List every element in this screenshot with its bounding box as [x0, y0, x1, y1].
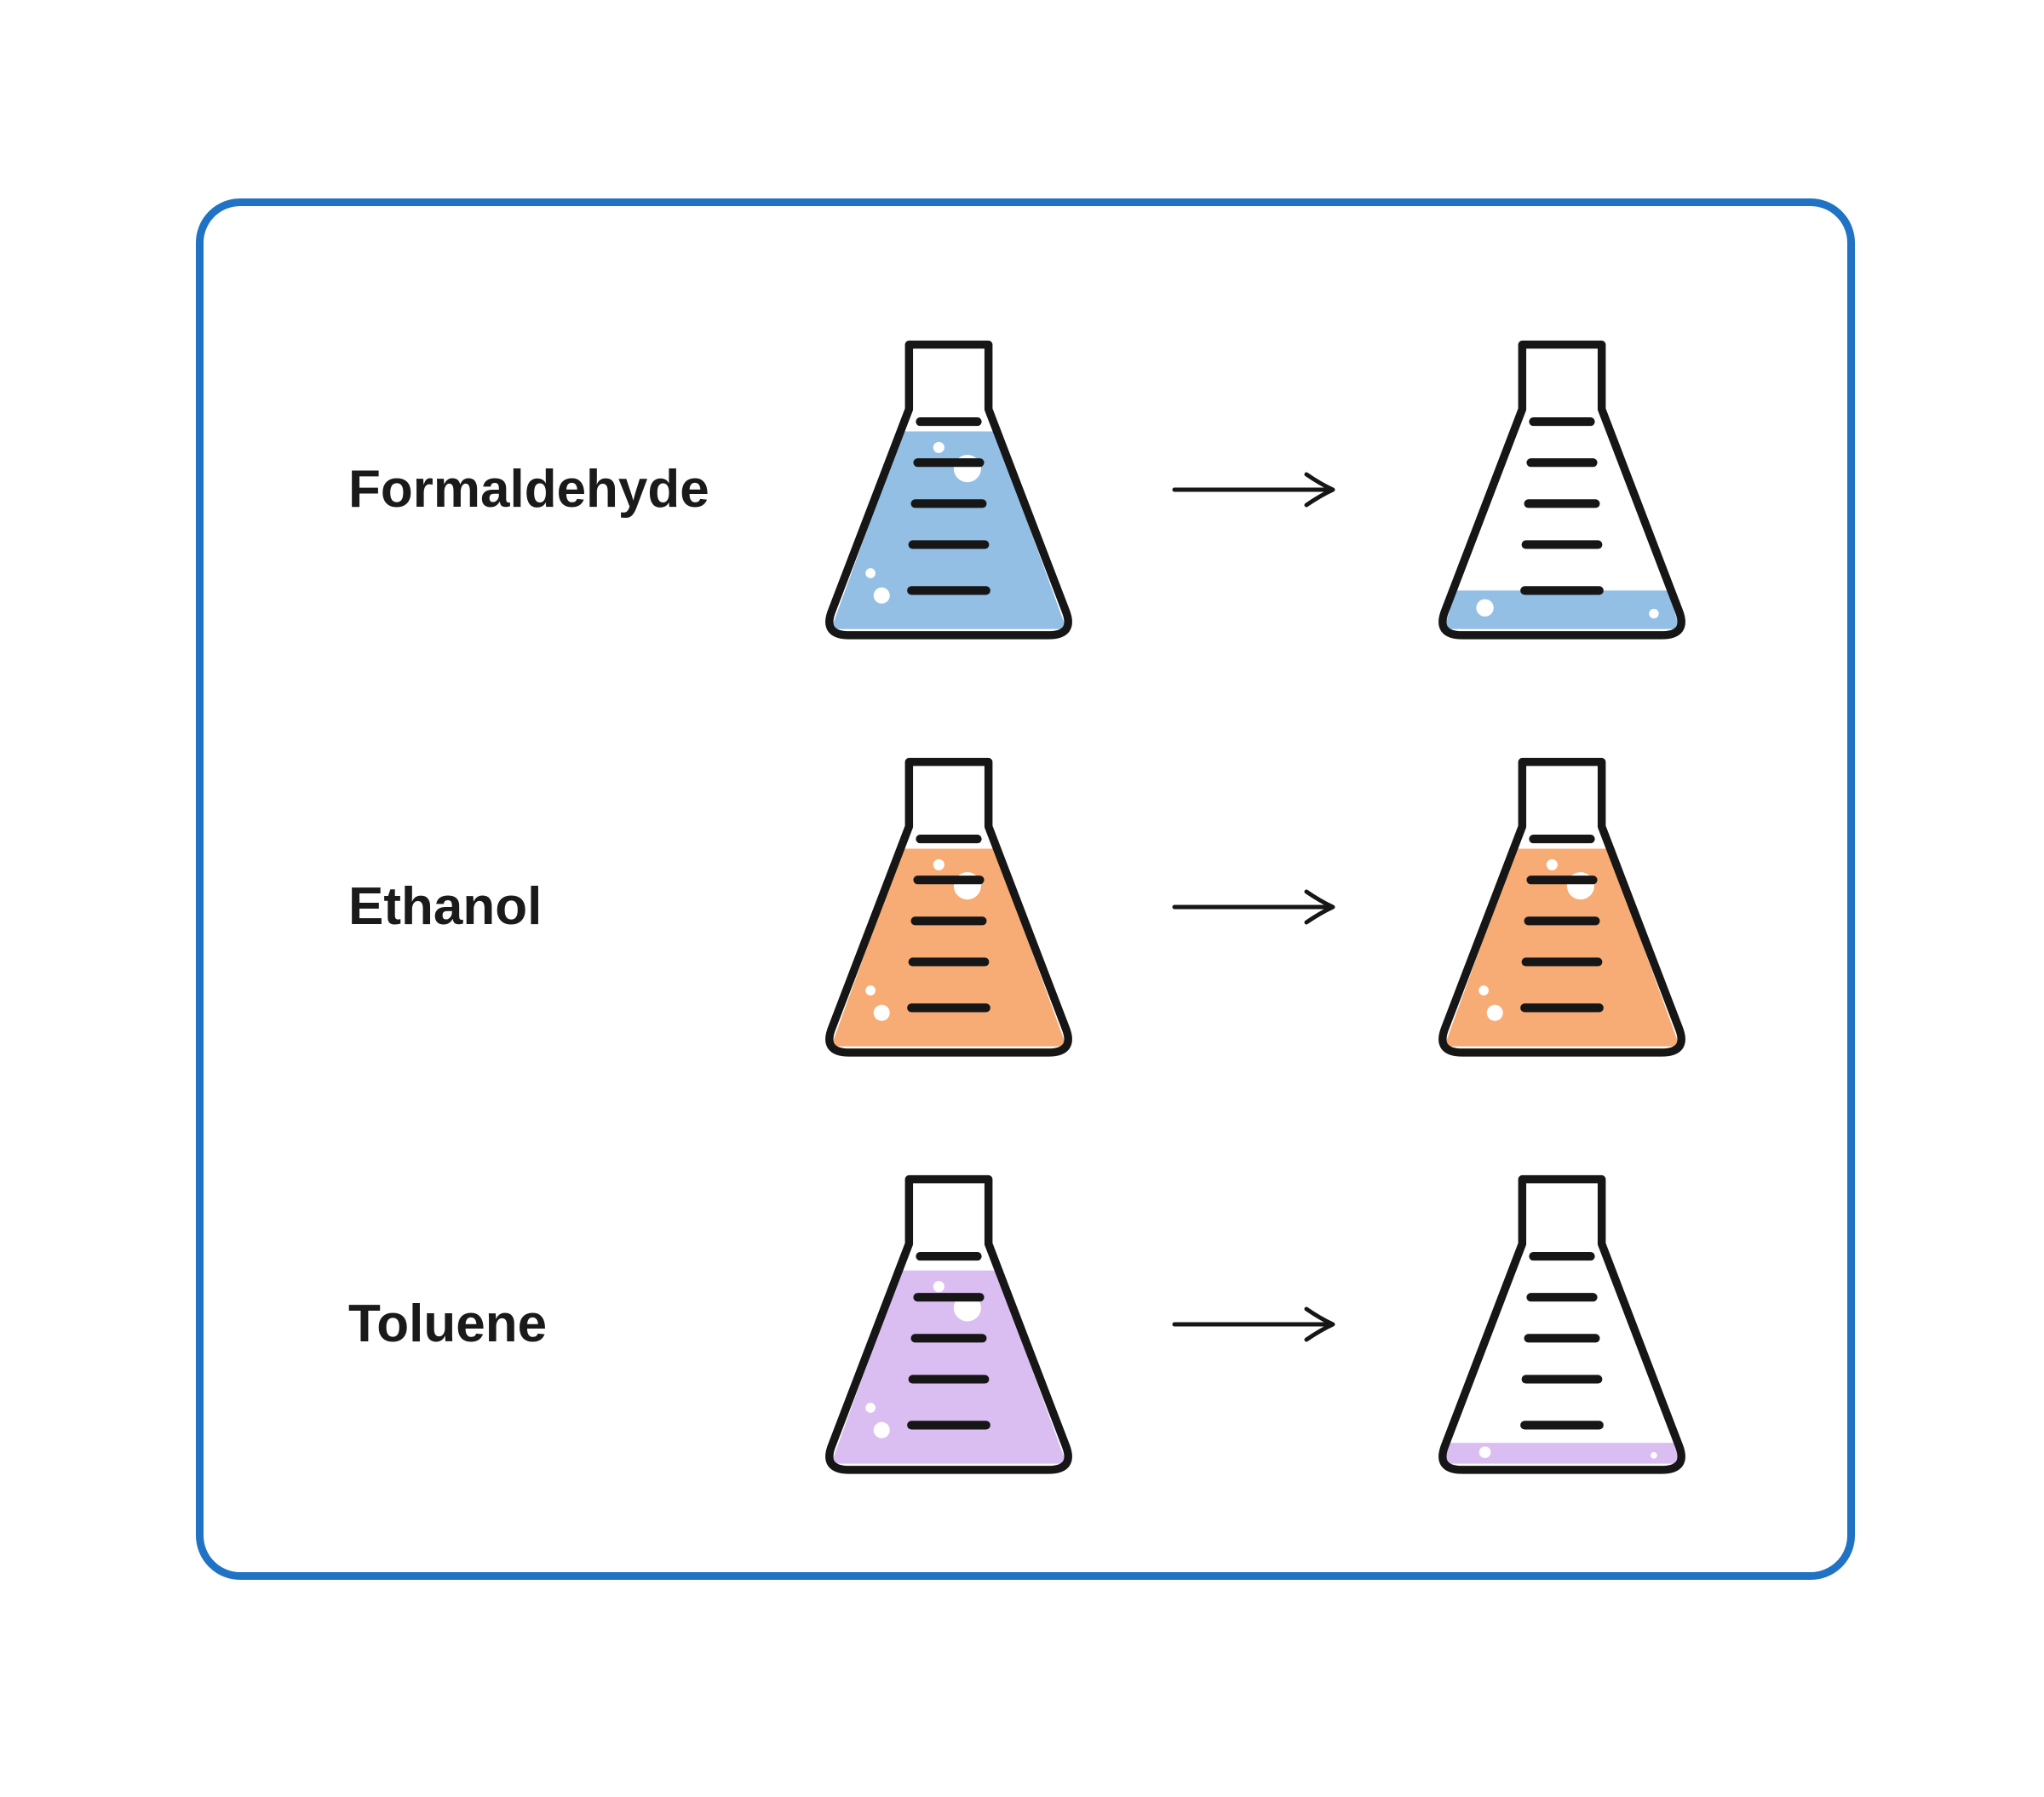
- arrow-right-icon: [1172, 889, 1335, 925]
- bubble: [1546, 858, 1558, 870]
- graduation-marks: [1520, 1251, 1604, 1430]
- bubble: [865, 567, 876, 578]
- bubble: [865, 985, 876, 996]
- chemical-label: Formaldehyde: [348, 459, 709, 519]
- bubble: [933, 1280, 944, 1292]
- diagram-rows: Formaldehyde Ethanol: [348, 281, 1847, 1533]
- flask-outline: [825, 340, 1072, 640]
- bubble: [1486, 1004, 1503, 1021]
- flask-after: [1413, 335, 1711, 646]
- flask-outline: [1438, 757, 1685, 1057]
- flask-icon: [825, 757, 1072, 1057]
- flask-outline: [825, 757, 1072, 1057]
- liquid-fill: [830, 1270, 1067, 1464]
- liquid-fill: [1444, 590, 1680, 629]
- bubble: [865, 1402, 876, 1413]
- graduation-marks: [1520, 834, 1604, 1013]
- flask-outline: [1438, 340, 1685, 640]
- flask-icon: [825, 1174, 1072, 1474]
- flask-icon: [1438, 1174, 1685, 1474]
- bubble: [1476, 599, 1494, 617]
- bubble: [933, 858, 944, 870]
- flask-outline: [825, 1174, 1072, 1474]
- flask-before: [800, 335, 1098, 646]
- arrow-cell: [1098, 887, 1413, 927]
- graduation-marks: [1520, 416, 1604, 595]
- flask-icon: [825, 340, 1072, 640]
- diagram-row: Formaldehyde: [348, 281, 1847, 698]
- flask-icon: [1438, 757, 1685, 1057]
- flask-before: [800, 752, 1098, 1063]
- liquid-fill: [830, 431, 1067, 629]
- arrow-right-icon: [1172, 1306, 1335, 1342]
- graduation-marks: [907, 1251, 990, 1430]
- liquid-fill: [1444, 848, 1680, 1047]
- bubble: [1478, 985, 1489, 996]
- bubble: [933, 441, 944, 453]
- bubble: [1649, 608, 1659, 618]
- bubble: [1651, 1451, 1657, 1459]
- bubble: [1478, 1446, 1491, 1458]
- bubble: [873, 1004, 890, 1021]
- arrow-cell: [1098, 1304, 1413, 1345]
- flask-icon: [1438, 340, 1685, 640]
- diagram-row: Toluene: [348, 1116, 1847, 1533]
- chemical-label: Ethanol: [348, 876, 543, 936]
- chemical-label: Toluene: [348, 1294, 548, 1353]
- diagram-card: Formaldehyde Ethanol: [196, 198, 1855, 1580]
- flask-after: [1413, 1169, 1711, 1480]
- flask-before: [800, 1169, 1098, 1480]
- liquid-fill: [830, 848, 1067, 1047]
- liquid-fill: [1444, 1442, 1680, 1464]
- bubble: [873, 587, 890, 604]
- graduation-marks: [907, 834, 990, 1013]
- bubble: [873, 1421, 890, 1438]
- flask-outline: [1438, 1174, 1685, 1474]
- arrow-right-icon: [1172, 472, 1335, 508]
- graduation-marks: [907, 416, 990, 595]
- flask-after: [1413, 752, 1711, 1063]
- arrow-cell: [1098, 469, 1413, 510]
- diagram-row: Ethanol: [348, 698, 1847, 1116]
